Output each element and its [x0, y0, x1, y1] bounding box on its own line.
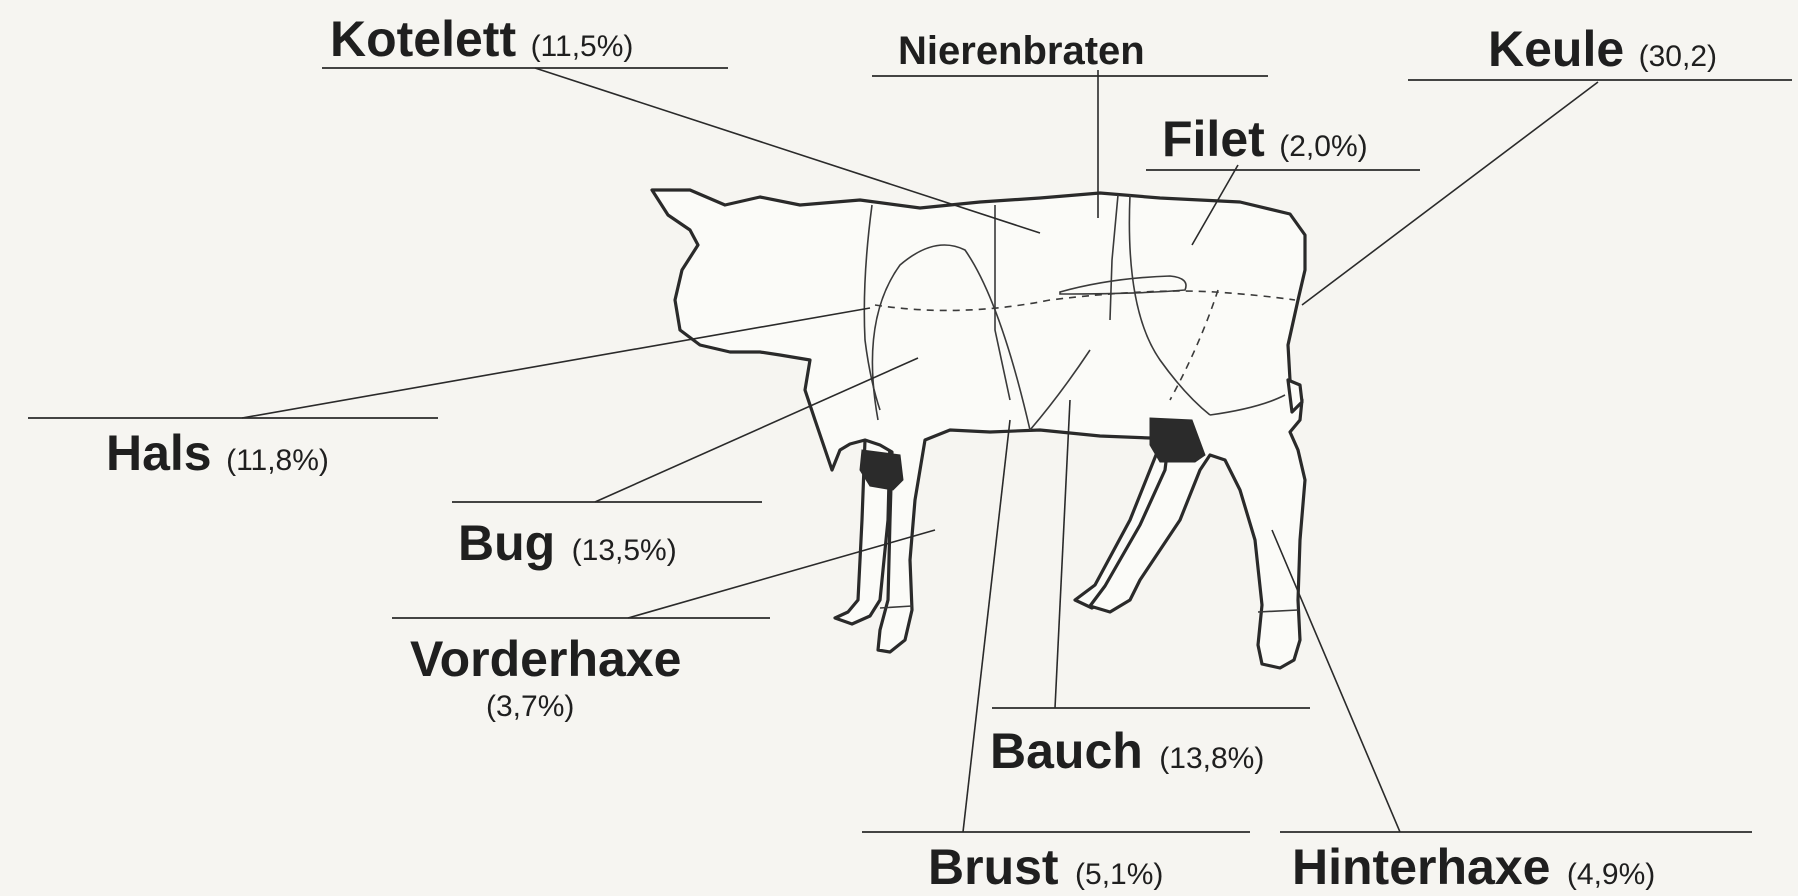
label-bug-pct: (13,5%): [572, 534, 677, 567]
label-hals-pct: (11,8%): [226, 444, 329, 477]
label-hals: Hals (11,8%): [106, 425, 329, 481]
label-vorderhaxe-name: Vorderhaxe: [410, 631, 681, 687]
label-brust-name: Brust: [928, 839, 1059, 895]
label-bauch: Bauch (13,8%): [990, 723, 1264, 779]
label-hals-name: Hals: [106, 425, 212, 481]
label-hinterhaxe-pct: (4,9%): [1567, 858, 1655, 891]
label-bauch-pct: (13,8%): [1159, 742, 1264, 775]
label-bug-name: Bug: [458, 515, 555, 571]
label-bauch-name: Bauch: [990, 723, 1143, 779]
leader-hals: [242, 308, 870, 418]
label-vorderhaxe-pct: (3,7%): [486, 690, 574, 723]
label-keule-pct: (30,2): [1639, 40, 1717, 73]
label-kotelett: Kotelett (11,5%): [330, 11, 633, 67]
label-kotelett-name: Kotelett: [330, 11, 516, 67]
label-vorderhaxe-name-text: Vorderhaxe: [410, 631, 681, 687]
label-brust: Brust (5,1%): [928, 839, 1163, 895]
label-brust-pct: (5,1%): [1075, 858, 1163, 891]
label-kotelett-pct: (11,5%): [531, 30, 634, 63]
label-filet: Filet (2,0%): [1162, 111, 1368, 167]
label-keule: Keule (30,2): [1488, 21, 1717, 77]
calf-body-outline: [652, 190, 1305, 668]
leader-hinterhaxe: [1272, 530, 1400, 832]
leader-bauch: [1055, 400, 1070, 708]
label-keule-name: Keule: [1488, 21, 1624, 77]
label-nierenbraten-name: Nierenbraten: [898, 29, 1145, 73]
label-hinterhaxe-name: Hinterhaxe: [1292, 839, 1550, 895]
calf-silhouette-icon: [652, 190, 1305, 668]
leader-keule: [1302, 82, 1598, 305]
label-filet-name: Filet: [1162, 111, 1265, 167]
label-filet-pct: (2,0%): [1279, 130, 1367, 163]
label-hinterhaxe: Hinterhaxe (4,9%): [1292, 839, 1655, 895]
label-bug: Bug (13,5%): [458, 515, 677, 571]
label-nierenbraten: Nierenbraten: [898, 29, 1145, 73]
